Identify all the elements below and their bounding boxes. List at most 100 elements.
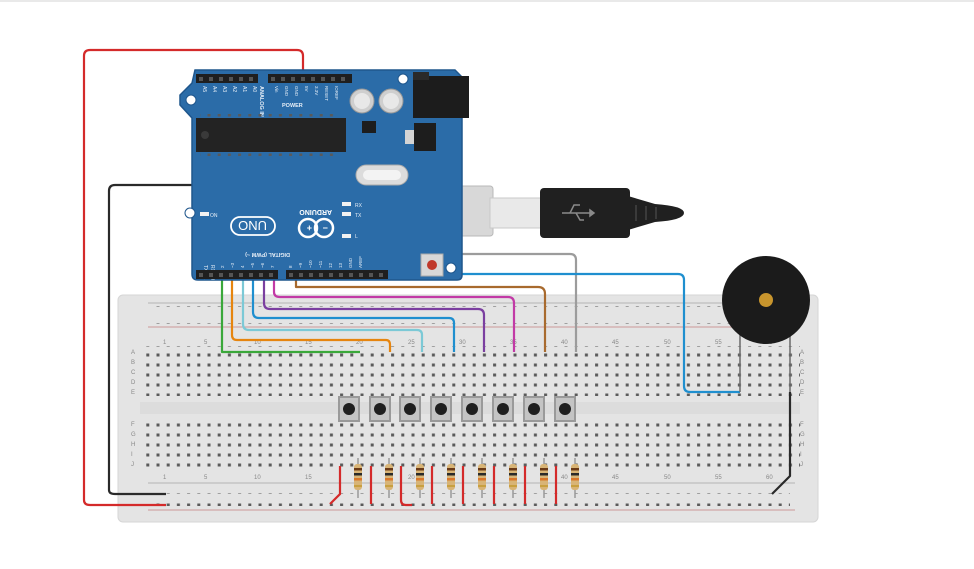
arduino-logo: − + ARDUINO — [297, 208, 335, 239]
rx-led — [342, 202, 351, 206]
l-led — [342, 234, 351, 238]
wire-blue[interactable] — [251, 278, 456, 352]
resistor[interactable] — [509, 458, 517, 498]
small-ic — [362, 121, 376, 133]
pin-label: AREF — [358, 256, 363, 268]
power-jack — [413, 76, 469, 118]
atmega-chip — [196, 118, 346, 152]
col-num: 60 — [766, 475, 773, 481]
wire-red-jumper[interactable] — [329, 466, 342, 505]
resistor[interactable] — [354, 458, 362, 498]
row-letter: H — [131, 442, 135, 448]
resistor[interactable] — [478, 458, 486, 498]
col-num: 10 — [254, 475, 261, 481]
power-pin-labels: Vin GND GND 5V 3.3V RESET IOREF — [274, 86, 339, 101]
crystal-top — [363, 170, 401, 180]
resistor[interactable] — [385, 458, 393, 498]
wire-red-5v[interactable] — [82, 48, 305, 507]
wire-light-blue[interactable] — [241, 278, 424, 352]
analog-header — [196, 74, 258, 83]
col-num: 1 — [163, 475, 167, 481]
row-letter: G — [131, 432, 136, 438]
col-num: 40 — [561, 340, 568, 346]
row-letters-left: A B C D E F G H I J — [131, 350, 136, 468]
resistor[interactable] — [416, 458, 424, 498]
uno-logo: UNO — [230, 216, 276, 236]
header-pins-top — [199, 77, 345, 81]
voltage-regulator — [414, 123, 436, 151]
wire-black-buzzer[interactable] — [771, 392, 792, 495]
push-button[interactable] — [492, 396, 514, 422]
col-num: 45 — [612, 340, 619, 346]
usb-symbol-icon — [562, 204, 596, 221]
brand-text: ARDUINO — [299, 208, 332, 215]
col-num: 5 — [204, 475, 208, 481]
col-num: 50 — [664, 340, 671, 346]
piezo-buzzer[interactable] — [722, 256, 810, 392]
pin-label: A4 — [211, 86, 217, 92]
resistor[interactable] — [540, 458, 548, 498]
wire-red-jumper[interactable] — [399, 466, 412, 507]
col-num: 10 — [254, 340, 261, 346]
col-num: 30 — [459, 340, 466, 346]
row-letter: B — [800, 360, 804, 366]
pin-label: 13 — [338, 262, 343, 268]
analog-pin-labels: A5 A4 A3 A2 A1 A0 — [201, 86, 257, 92]
row-letter: J — [800, 462, 803, 468]
pin-label: IOREF — [334, 86, 339, 100]
push-button[interactable] — [399, 396, 421, 422]
pin-label: RESET — [324, 86, 329, 101]
power-rail-top-2 — [150, 318, 790, 324]
terminal-strip-bottom — [140, 418, 800, 468]
digital-header-high — [286, 270, 388, 279]
resistor[interactable] — [571, 458, 579, 498]
pin-label: 8 — [288, 265, 293, 268]
terminal-strip-top — [140, 346, 800, 396]
col-num: 50 — [664, 475, 671, 481]
digital-header-low — [196, 270, 278, 279]
logo-infinity-left — [313, 217, 335, 239]
push-button[interactable] — [430, 396, 452, 422]
arduino-uno: A5 A4 A3 A2 A1 A0 ANALOG IN Vin GND GND … — [179, 69, 684, 281]
chip-pins — [200, 114, 338, 156]
top-divider — [0, 0, 974, 2]
pin-label: ~6 — [260, 262, 265, 268]
pin-label: 4 — [240, 265, 245, 268]
wire-purple[interactable] — [262, 278, 486, 352]
digital-pin-labels-low: 2 ~3 4 ~5 ~6 7 — [220, 262, 275, 268]
buzzer-center — [759, 293, 773, 307]
pin-label: ~5 — [250, 262, 255, 268]
wire-brown[interactable] — [294, 278, 547, 352]
wire-magenta[interactable] — [272, 278, 516, 352]
logo-minus: − — [323, 223, 328, 233]
wire-orange[interactable] — [230, 278, 392, 352]
resistor[interactable] — [447, 458, 455, 498]
uno-oval — [230, 216, 276, 236]
push-button[interactable] — [523, 396, 545, 422]
push-button[interactable] — [554, 396, 576, 422]
pin-label: A5 — [201, 86, 207, 92]
wire-blue-buzzer[interactable] — [335, 272, 740, 394]
pin-label: 12 — [328, 262, 333, 268]
pin-label: 2 — [220, 265, 225, 268]
pin-label: ~11 — [318, 260, 323, 268]
reset-button-cap[interactable] — [427, 260, 437, 270]
push-buttons — [338, 396, 576, 422]
col-num: 40 — [561, 475, 568, 481]
wire-green[interactable] — [220, 278, 360, 354]
row-letter: E — [800, 390, 804, 396]
push-button[interactable] — [461, 396, 483, 422]
uno-text: UNO — [238, 218, 267, 233]
col-num: 15 — [305, 475, 312, 481]
pin-label: 3.3V — [314, 86, 319, 95]
col-num: 1 — [163, 340, 167, 346]
pin-label: GND — [348, 257, 353, 268]
wires — [82, 48, 792, 507]
push-button[interactable] — [369, 396, 391, 422]
l-label: L — [355, 234, 358, 240]
row-letter: F — [800, 422, 804, 428]
logo-infinity-right — [297, 217, 319, 239]
push-button[interactable] — [338, 396, 360, 422]
row-letters-right: A B C D E F G H I J — [800, 350, 805, 468]
pin-label: A0 — [251, 86, 257, 92]
